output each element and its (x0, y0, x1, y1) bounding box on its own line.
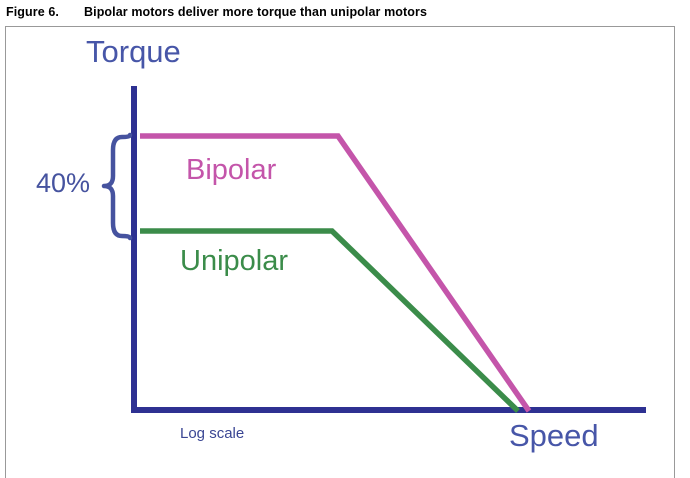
unipolar-series-label: Unipolar (180, 245, 288, 277)
y-axis-label: Torque (86, 34, 181, 69)
torque-difference-label: 40% (36, 168, 91, 198)
x-axis-label: Speed (509, 418, 599, 453)
figure-number: Figure 6. (6, 5, 59, 19)
figure-frame (5, 26, 675, 478)
bipolar-series-label: Bipolar (186, 154, 277, 186)
log-scale-note: Log scale (180, 425, 245, 442)
figure-caption: Figure 6. Bipolar motors deliver more to… (6, 2, 682, 22)
figure-caption-title: Bipolar motors deliver more torque than … (84, 5, 428, 19)
